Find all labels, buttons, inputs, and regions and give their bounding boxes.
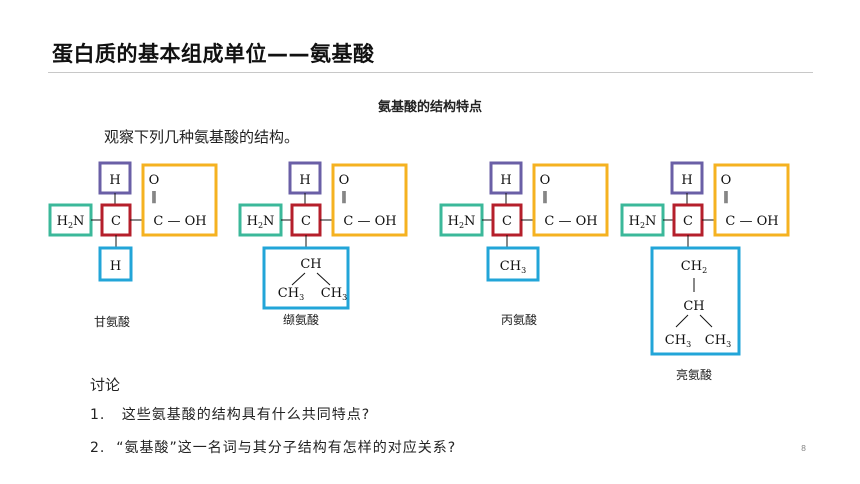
structure-name-alanine: 丙氨酸 (501, 313, 538, 327)
r-group-box (650, 246, 741, 356)
carboxyl-oxygen-label: O (721, 173, 732, 188)
r-group-ch-label: CH (300, 257, 321, 272)
carboxyl-tail-label: C — OH (725, 214, 778, 229)
alpha-carbon-label: C (111, 214, 121, 229)
question-number: 2. (90, 440, 106, 456)
structure-name-leucine: 亮氨酸 (676, 368, 713, 382)
carboxyl-group-box (713, 163, 790, 237)
r-group-ch3-right-label: CH3 (321, 286, 347, 302)
carboxyl-group-box (532, 163, 609, 237)
r-group-ch3-right-label: CH3 (705, 333, 731, 349)
amino-group-label: H2N (247, 214, 275, 230)
r-group-box (262, 246, 350, 310)
r-group-ch-label: CH (683, 299, 704, 314)
alpha-carbon-label: C (683, 214, 693, 229)
alpha-carbon-label: C (502, 214, 512, 229)
r-group-box (486, 246, 540, 282)
double-bond-mark: ‖ (341, 189, 347, 203)
question-text: “氨基酸”这一名词与其分子结构有怎样的对应关系? (116, 440, 457, 456)
structure-name-glycine: 甘氨酸 (94, 315, 131, 329)
structure-name-valine: 缬氨酸 (283, 313, 320, 327)
carboxyl-oxygen-label: O (540, 173, 551, 188)
alpha-hydrogen-label: H (681, 173, 692, 188)
discussion-question-1: 1. 这些氨基酸的结构具有什么共同特点? (90, 404, 370, 424)
question-text: 这些氨基酸的结构具有什么共同特点? (121, 407, 371, 423)
glycine-structure: H2N H C O‖ C — OH H (48, 161, 218, 282)
alpha-hydrogen-label: H (299, 173, 310, 188)
alpha-hydrogen-label: H (109, 173, 120, 188)
amino-group-label: H2N (57, 214, 85, 230)
r-branch-left (675, 314, 689, 328)
section-subtitle: 氨基酸的结构特点 (377, 100, 482, 115)
carboxyl-oxygen-label: O (149, 173, 160, 188)
carboxyl-tail-label: C — OH (153, 214, 206, 229)
double-bond-mark: ‖ (542, 189, 548, 203)
r-group-ch2-label: CH2 (681, 259, 707, 275)
double-bond-mark: ‖ (151, 189, 157, 203)
r-branch-right (316, 272, 331, 286)
carboxyl-tail-label: C — OH (544, 214, 597, 229)
alpha-hydrogen-label: H (500, 173, 511, 188)
r-group-ch3-left-label: CH3 (278, 286, 304, 302)
r-group-label: CH3 (500, 259, 526, 275)
question-number: 1. (90, 407, 106, 423)
r-group-label: H (110, 259, 121, 274)
page-number: 8 (801, 444, 807, 453)
intro-text: 观察下列几种氨基酸的结构。 (104, 128, 300, 146)
carboxyl-group-box (141, 163, 218, 237)
discussion-heading: 讨论 (90, 376, 121, 394)
double-bond-mark: ‖ (723, 189, 729, 203)
carboxyl-group-box (331, 163, 408, 237)
r-group-ch3-left-label: CH3 (665, 333, 691, 349)
r-branch-right (699, 314, 713, 328)
slide-title: 蛋白质的基本组成单位——氨基酸 (52, 42, 375, 66)
alanine-structure: H2N H C O‖ C — OH CH3 (439, 161, 609, 282)
r-group-box (98, 246, 133, 282)
title-divider (48, 72, 813, 73)
amino-group-label: H2N (448, 214, 476, 230)
carboxyl-oxygen-label: O (339, 173, 350, 188)
r-branch-left (291, 272, 306, 286)
carboxyl-tail-label: C — OH (343, 214, 396, 229)
alpha-carbon-label: C (301, 214, 311, 229)
discussion-question-2: 2. “氨基酸”这一名词与其分子结构有怎样的对应关系? (90, 437, 456, 457)
amino-group-label: H2N (629, 214, 657, 230)
